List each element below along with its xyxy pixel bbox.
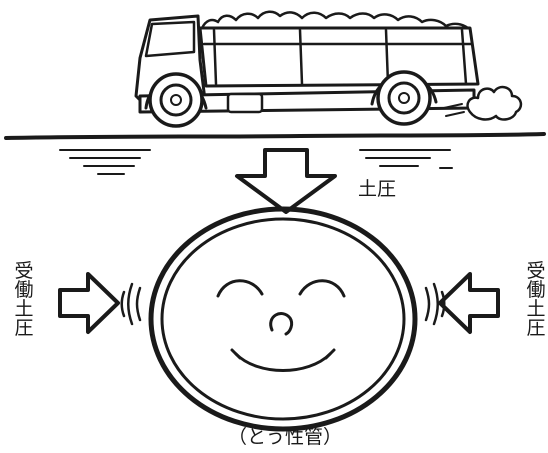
vibration-marks-left — [120, 282, 142, 326]
truck-window — [144, 20, 196, 58]
ground-texture-left — [59, 149, 151, 175]
passive-pressure-label-left: 受働土圧 — [14, 260, 34, 339]
exhaust-cloud — [443, 85, 523, 121]
truck-soil-load — [200, 10, 470, 30]
truck-bed — [198, 26, 480, 88]
pipe-inner-wall — [160, 217, 406, 421]
ground-surface — [4, 132, 546, 175]
down-arrow — [235, 148, 337, 214]
vibration-marks-right — [424, 282, 446, 326]
soil-pressure-label: 土圧 — [358, 178, 397, 200]
pipe-outer-wall — [148, 206, 418, 432]
left-arrow — [58, 272, 120, 334]
fuel-tank — [226, 92, 264, 114]
flexible-pipe — [148, 206, 418, 432]
right-arrow — [438, 272, 500, 334]
right-eye — [298, 279, 346, 298]
nose — [269, 312, 294, 336]
left-eye — [216, 279, 264, 298]
passive-pressure-label-right: 受働土圧 — [526, 260, 546, 339]
flexible-pipe-caption: （とう性管） — [228, 426, 343, 448]
rear-wheel — [376, 70, 432, 126]
smile-mouth — [234, 352, 332, 372]
dump-truck — [134, 10, 523, 128]
front-wheel — [148, 72, 204, 128]
ground-texture-right — [359, 149, 453, 169]
